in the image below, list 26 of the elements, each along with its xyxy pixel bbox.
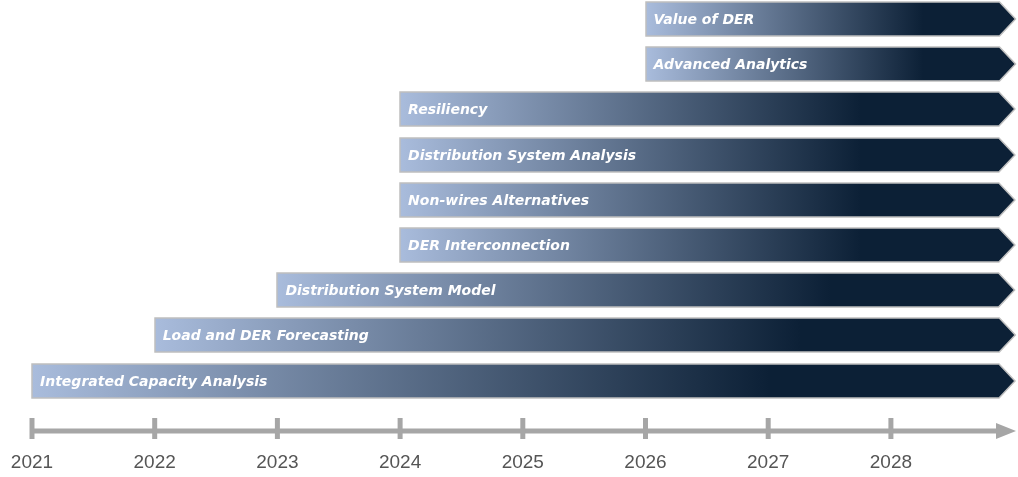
bar-label: Non-wires Alternatives <box>408 191 590 209</box>
year-label: 2026 <box>623 450 668 474</box>
timeline-arrow-bar <box>154 318 1015 352</box>
bar-label: Distribution System Analysis <box>408 146 636 164</box>
timeline-arrow-bar <box>400 138 1015 172</box>
year-label: 2028 <box>868 450 914 474</box>
timeline-arrow-bar <box>400 92 1015 126</box>
bar-label: Value of DER <box>653 10 755 28</box>
timeline-arrow-bar <box>645 47 1015 81</box>
bar-label: Load and DER Forecasting <box>162 326 369 344</box>
year-label: 2022 <box>132 450 177 474</box>
year-label: 2021 <box>9 450 55 474</box>
timeline-arrow-bar <box>400 183 1015 217</box>
bar-label: DER Interconnection <box>408 236 570 254</box>
timeline-arrow-bar <box>400 228 1015 262</box>
year-label: 2023 <box>255 450 300 474</box>
year-label: 2024 <box>377 450 423 474</box>
year-label: 2027 <box>746 450 791 474</box>
year-label: 2025 <box>500 450 545 474</box>
timeline-arrow-bar <box>277 273 1015 307</box>
bar-label: Resiliency <box>408 100 488 118</box>
timeline-arrow-bar <box>645 2 1015 36</box>
timeline-arrow-bar <box>32 364 1015 398</box>
bar-label: Distribution System Model <box>285 281 496 299</box>
bar-label: Integrated Capacity Analysis <box>40 372 268 390</box>
bar-label: Advanced Analytics <box>653 55 808 73</box>
